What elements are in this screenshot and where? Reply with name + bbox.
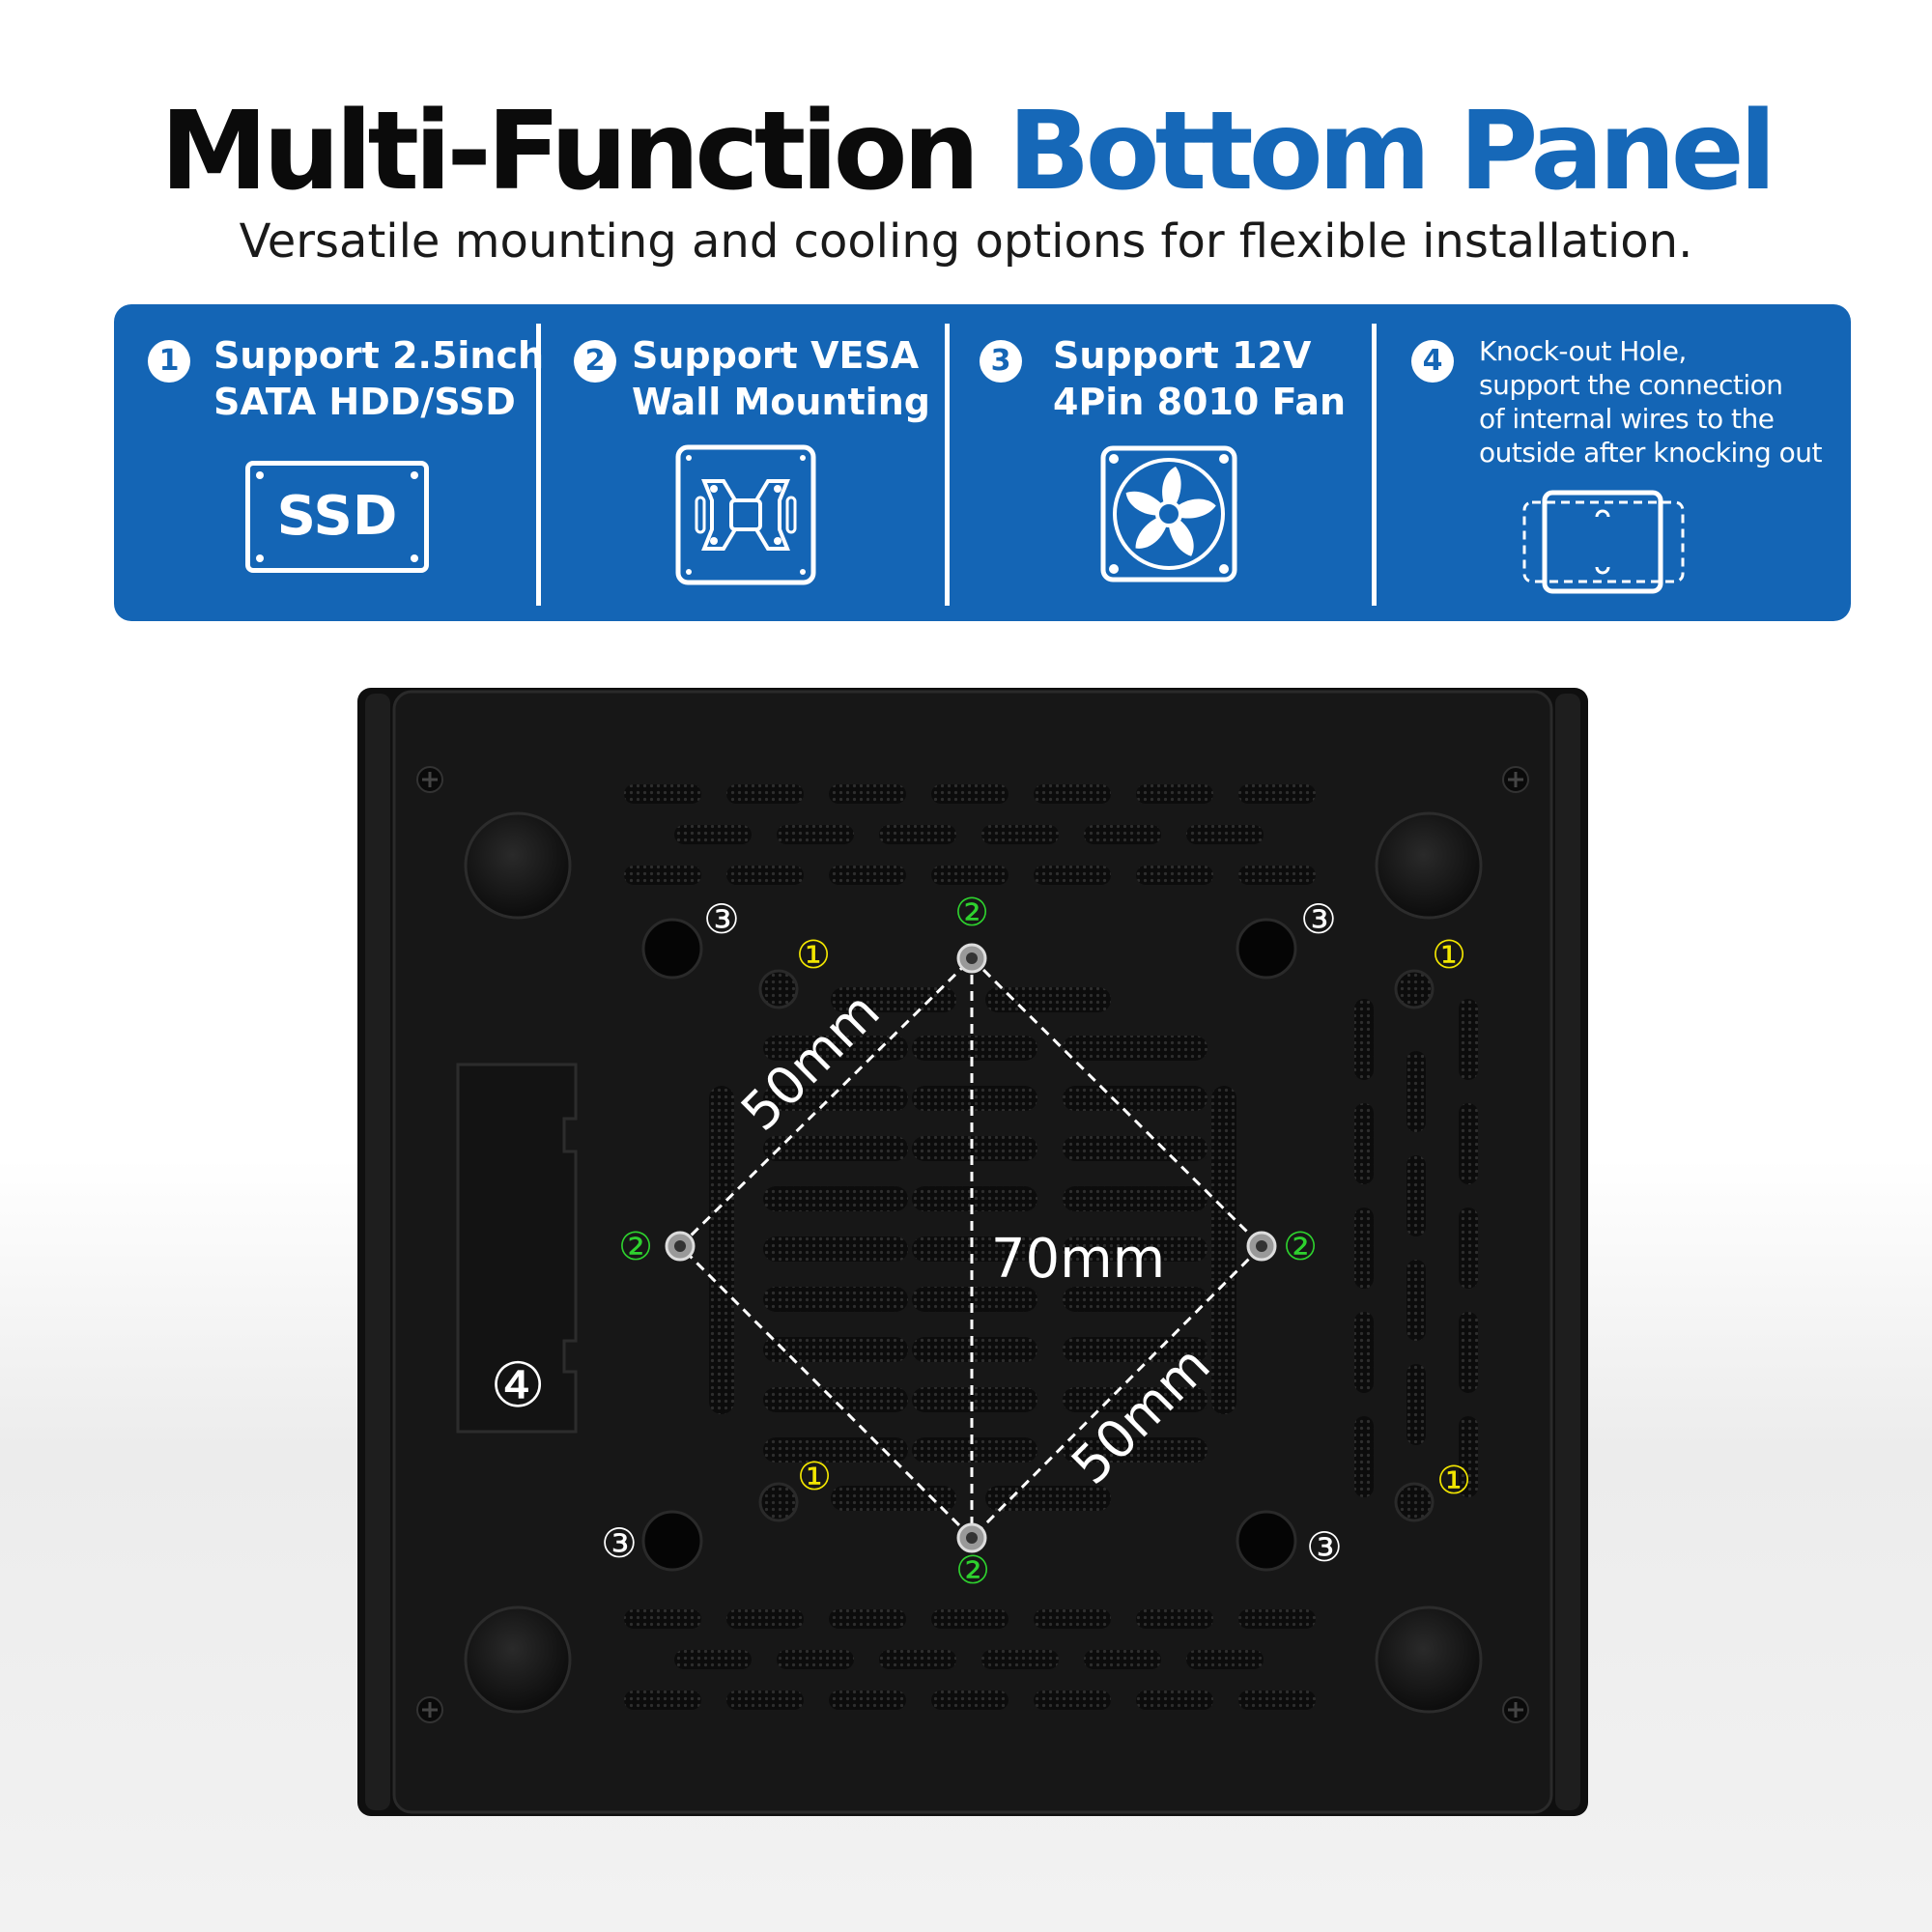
feature-line-3: of internal wires to the — [1479, 403, 1775, 435]
marker-vesa: ② — [618, 1225, 653, 1269]
feature-number-badge: 1 — [148, 340, 190, 383]
fan-screw-hole — [1236, 1510, 1297, 1572]
banner-divider — [1372, 324, 1377, 606]
feature-ssd: 1 Support 2.5inch SATA HDD/SSD SSD — [114, 304, 544, 621]
marker-vesa: ② — [1283, 1225, 1318, 1269]
banner-divider — [536, 324, 541, 606]
feature-number-badge: 4 — [1411, 340, 1454, 383]
ssd-icon-label: SSD — [276, 485, 398, 548]
page-title: Multi-Function Bottom Panel — [0, 89, 1932, 214]
marker-ssd: ① — [796, 933, 831, 978]
feature-number-badge: 2 — [574, 340, 616, 383]
feature-knockout-hole: 4 Knock-out Hole, support the connection… — [1377, 304, 1851, 621]
side-vent — [1354, 999, 1478, 1497]
rubber-foot — [1375, 811, 1483, 920]
fan-vent-grille — [709, 987, 1236, 1511]
marker-fan: ③ — [601, 1520, 638, 1567]
feature-line-2: Wall Mounting — [632, 381, 930, 423]
feature-line-4: outside after knocking out — [1479, 437, 1823, 469]
feature-line-1: Support 2.5inch — [213, 334, 545, 377]
marker-knockout: ④ — [490, 1350, 545, 1422]
fan-screw-hole — [641, 918, 703, 980]
fan-screw-hole — [1236, 918, 1297, 980]
bottom-vent — [624, 1609, 1316, 1710]
banner-divider — [945, 324, 950, 606]
vesa-screw — [956, 1522, 987, 1553]
feature-line-2: 4Pin 8010 Fan — [1053, 381, 1347, 423]
page-subtitle: Versatile mounting and cooling options f… — [239, 214, 1693, 269]
fan-screw-hole — [641, 1510, 703, 1572]
ssd-screw-hole — [758, 1482, 799, 1522]
ssd-screw-hole — [758, 969, 799, 1009]
device-bottom-panel: ④ ③ ③ ③ ③ ① ① ① ① ② ② ② ② 50mm 70mm 50mm — [357, 688, 1588, 1816]
features-banner: 1 Support 2.5inch SATA HDD/SSD SSD 2 Sup… — [114, 304, 1851, 621]
knockout-hole-icon — [1522, 490, 1685, 594]
vesa-screw — [1246, 1231, 1277, 1262]
feature-line-2: SATA HDD/SSD — [213, 381, 516, 423]
marker-ssd: ① — [1432, 933, 1466, 978]
marker-fan: ③ — [1300, 895, 1337, 943]
feature-line-2: support the connection — [1479, 369, 1783, 401]
screw-icon — [416, 766, 443, 793]
feature-fan: 3 Support 12V 4Pin 8010 Fan — [950, 304, 1375, 621]
ssd-screw-hole — [1394, 1482, 1435, 1522]
marker-ssd: ① — [797, 1455, 832, 1499]
ssd-icon: SSD — [245, 461, 429, 573]
dimension-label-70mm: 70mm — [991, 1228, 1165, 1291]
vesa-diamond-guide — [677, 955, 1264, 1541]
feature-number-badge: 3 — [980, 340, 1022, 383]
marker-ssd: ① — [1436, 1459, 1471, 1503]
vesa-screw — [956, 943, 987, 974]
marker-fan: ③ — [1306, 1523, 1343, 1571]
title-part-2: Bottom Panel — [1008, 89, 1776, 214]
rubber-foot — [464, 1605, 572, 1714]
title-part-1: Multi-Function — [159, 89, 980, 214]
screw-icon — [1502, 1696, 1529, 1723]
feature-line-1: Support VESA — [632, 334, 920, 377]
fan-icon — [1100, 445, 1237, 582]
marker-vesa: ② — [955, 1548, 990, 1593]
ssd-screw-hole — [1394, 969, 1435, 1009]
rubber-foot — [1375, 1605, 1483, 1714]
feature-line-1: Knock-out Hole, — [1479, 335, 1687, 367]
screw-icon — [1502, 766, 1529, 793]
vesa-screw — [665, 1231, 696, 1262]
feature-vesa: 2 Support VESA Wall Mounting — [541, 304, 945, 621]
screw-icon — [416, 1696, 443, 1723]
feature-line-1: Support 12V — [1053, 334, 1312, 377]
rubber-foot — [464, 811, 572, 920]
marker-fan: ③ — [703, 895, 740, 943]
vesa-mount-icon — [675, 444, 816, 585]
marker-vesa: ② — [954, 891, 989, 935]
top-vent — [624, 784, 1316, 885]
knockout-panel — [456, 1063, 578, 1434]
